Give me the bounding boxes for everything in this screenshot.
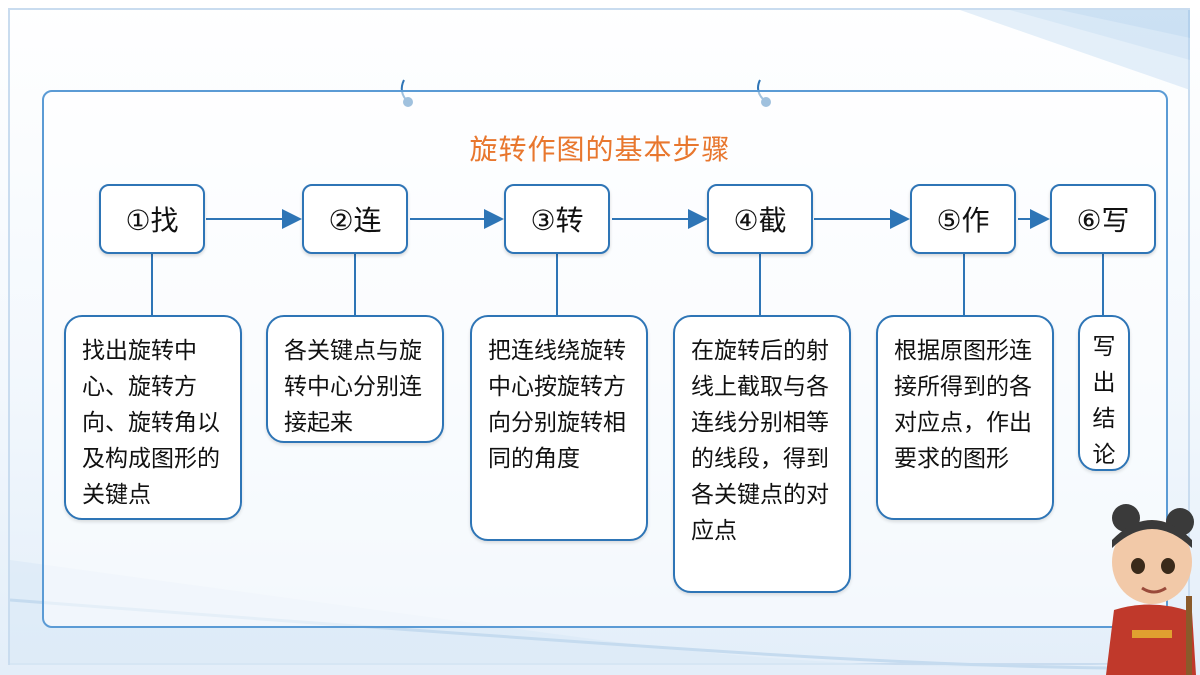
step-2-description: 各关键点与旋转中心分别连接起来: [266, 315, 444, 443]
step-5-box: ⑤作: [910, 184, 1016, 254]
step-2-box: ②连: [302, 184, 408, 254]
step-6-box: ⑥写: [1050, 184, 1156, 254]
step-4-description: 在旋转后的射线上截取与各连线分别相等的线段，得到各关键点的对应点: [673, 315, 851, 593]
diagram-title: 旋转作图的基本步骤: [469, 133, 731, 166]
step-1-box: ①找: [99, 184, 205, 254]
step-6-description: 写出结论: [1078, 315, 1130, 471]
step-4-box: ④截: [707, 184, 813, 254]
step-1-description: 找出旋转中心、旋转方向、旋转角以及构成图形的关键点: [64, 315, 242, 520]
step-3-description: 把连线绕旋转中心按旋转方向分别旋转相同的角度: [470, 315, 648, 541]
step-5-description: 根据原图形连接所得到的各对应点，作出要求的图形: [876, 315, 1054, 520]
cartoon-character-icon: [1106, 504, 1196, 675]
step-3-box: ③转: [504, 184, 610, 254]
